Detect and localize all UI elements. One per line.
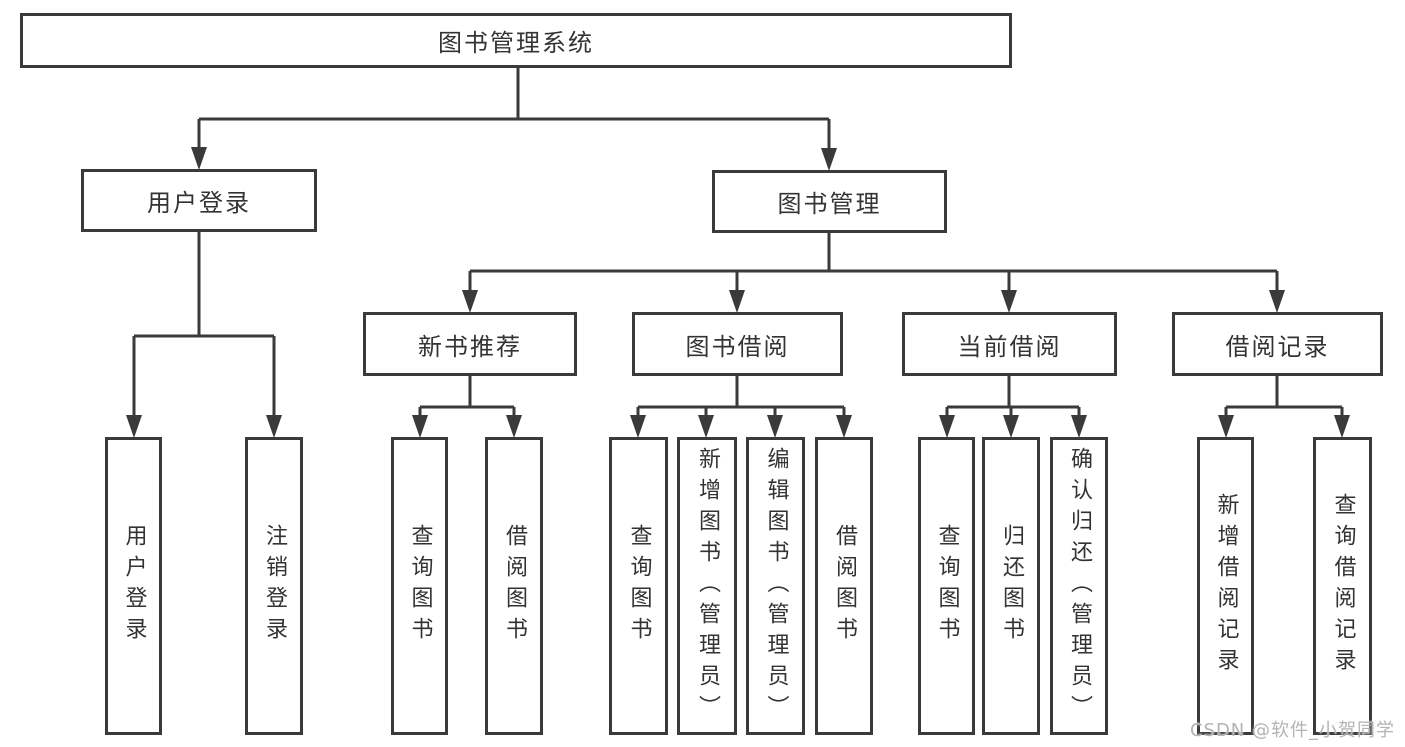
arrow-down-icon bbox=[191, 147, 207, 170]
leaf-query-books-current-label: 查询图书 bbox=[934, 524, 960, 648]
arrow-down-icon bbox=[506, 415, 522, 438]
watermark: CSDN @软件_小贺同学 bbox=[1189, 720, 1395, 741]
node-new-book-recommendation-label: 新书推荐 bbox=[418, 332, 522, 361]
leaf-confirm-return-admin: 确认归还（管理员） bbox=[1050, 437, 1108, 735]
arrow-down-icon bbox=[462, 290, 478, 313]
leaf-borrow-books-recommend: 借阅图书 bbox=[485, 437, 543, 735]
leaf-add-book-admin-label: 新增图书（管理员） bbox=[695, 446, 720, 726]
leaf-logout-label: 注销登录 bbox=[262, 524, 287, 648]
leaf-add-book-admin: 新增图书（管理员） bbox=[677, 437, 737, 735]
leaf-user-login-label: 用户登录 bbox=[121, 524, 147, 648]
leaf-borrow-books: 借阅图书 bbox=[815, 437, 873, 735]
leaf-edit-book-admin-label: 编辑图书（管理员） bbox=[763, 446, 789, 726]
leaf-query-books-borrow: 查询图书 bbox=[609, 437, 668, 735]
leaf-query-books-recommend-label: 查询图书 bbox=[407, 524, 433, 648]
leaf-user-login: 用户登录 bbox=[105, 437, 162, 735]
arrow-down-icon bbox=[126, 415, 142, 438]
node-new-book-recommendation: 新书推荐 bbox=[363, 312, 577, 376]
leaf-return-books: 归还图书 bbox=[982, 437, 1040, 735]
leaf-logout: 注销登录 bbox=[245, 437, 303, 735]
arrow-down-icon bbox=[939, 415, 955, 438]
node-root-label: 图书管理系统 bbox=[438, 29, 594, 57]
node-root: 图书管理系统 bbox=[20, 13, 1012, 68]
leaf-confirm-return-admin-label: 确认归还（管理员） bbox=[1067, 446, 1092, 726]
leaf-edit-book-admin: 编辑图书（管理员） bbox=[746, 437, 805, 735]
arrow-down-icon bbox=[1334, 415, 1350, 438]
leaf-return-books-label: 归还图书 bbox=[999, 524, 1024, 648]
arrow-down-icon bbox=[767, 415, 783, 438]
node-book-borrowing-label: 图书借阅 bbox=[685, 332, 790, 361]
arrow-down-icon bbox=[821, 148, 837, 171]
connector-lines bbox=[132, 68, 1344, 419]
leaf-query-books-borrow-label: 查询图书 bbox=[626, 524, 652, 648]
node-book-management: 图书管理 bbox=[712, 170, 947, 233]
arrow-down-icon bbox=[630, 415, 646, 438]
arrow-down-icon bbox=[1001, 290, 1017, 313]
node-borrowing-records-label: 借阅记录 bbox=[1225, 332, 1330, 361]
node-user-login: 用户登录 bbox=[81, 169, 317, 232]
leaf-borrow-books-recommend-label: 借阅图书 bbox=[502, 524, 527, 648]
arrow-down-icon bbox=[266, 415, 282, 438]
arrow-down-icon bbox=[412, 415, 428, 438]
node-book-management-label: 图书管理 bbox=[777, 190, 882, 218]
leaf-query-borrow-record-label: 查询借阅记录 bbox=[1330, 493, 1356, 679]
node-user-login-label: 用户登录 bbox=[147, 189, 251, 217]
node-current-borrowing-label: 当前借阅 bbox=[957, 332, 1062, 361]
leaf-add-borrow-record: 新增借阅记录 bbox=[1197, 437, 1254, 735]
leaf-query-books-recommend: 查询图书 bbox=[391, 437, 448, 735]
leaf-add-borrow-record-label: 新增借阅记录 bbox=[1213, 493, 1239, 679]
arrow-down-icon bbox=[836, 415, 852, 438]
leaf-query-books-current: 查询图书 bbox=[918, 437, 975, 735]
arrow-down-icon bbox=[698, 415, 714, 438]
leaf-borrow-books-label: 借阅图书 bbox=[832, 524, 857, 648]
arrow-down-icon bbox=[729, 290, 745, 313]
leaf-query-borrow-record: 查询借阅记录 bbox=[1313, 437, 1372, 735]
arrow-down-icon bbox=[1269, 290, 1285, 313]
node-book-borrowing: 图书借阅 bbox=[632, 312, 843, 376]
node-current-borrowing: 当前借阅 bbox=[902, 312, 1117, 376]
node-borrowing-records: 借阅记录 bbox=[1172, 312, 1383, 376]
arrow-down-icon bbox=[1218, 415, 1234, 438]
arrow-down-icon bbox=[1003, 415, 1019, 438]
arrow-down-icon bbox=[1071, 415, 1087, 438]
